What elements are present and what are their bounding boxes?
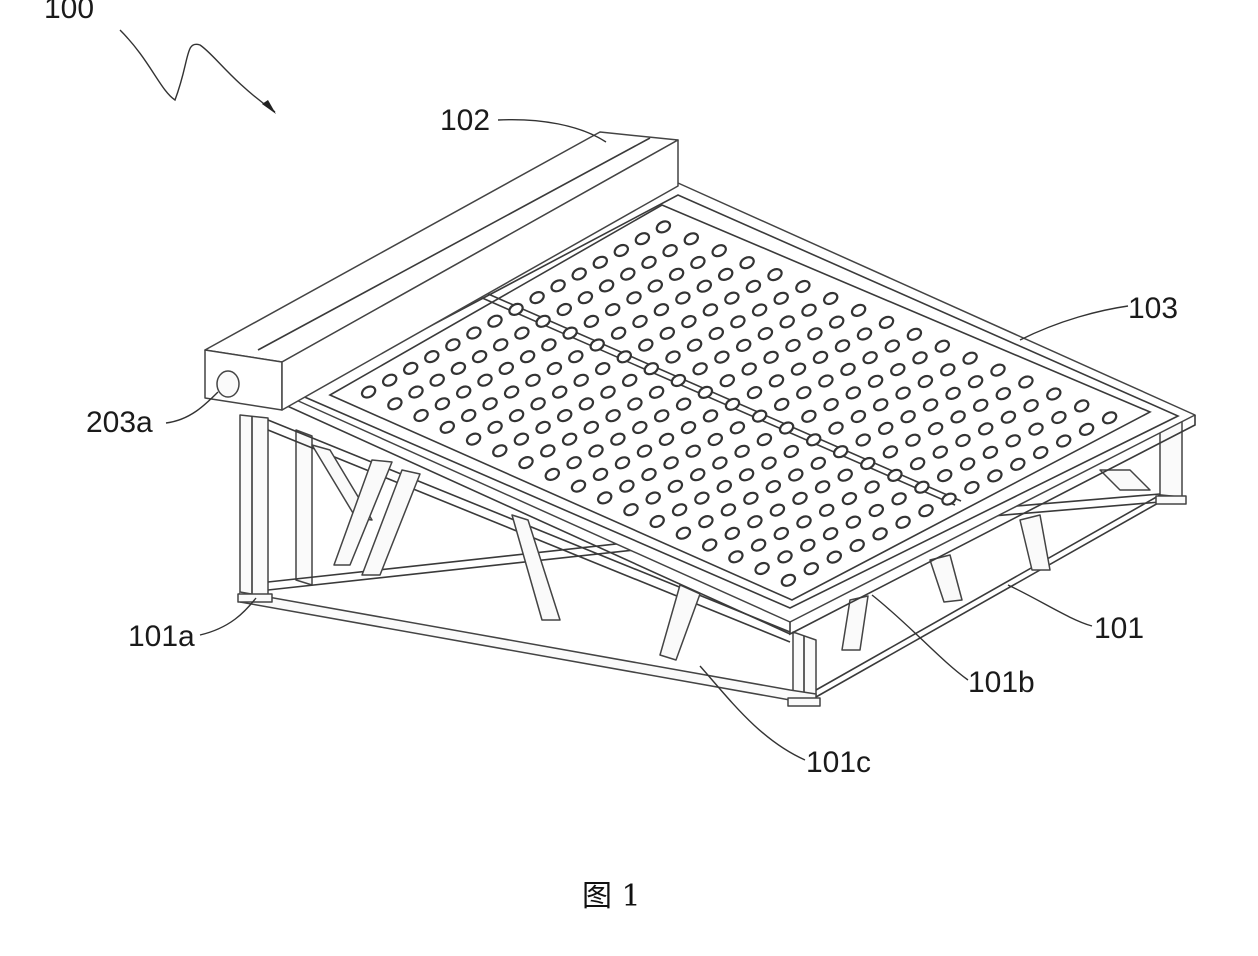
label-frame: 101 [1094,612,1144,645]
label-frame-foot: 101a [128,620,195,653]
figure-caption: 图 1 [582,879,641,914]
label-panel: 103 [1128,292,1178,325]
label-port: 203a [86,406,153,439]
label-assembly: 100 [44,0,94,25]
label-tank: 102 [440,104,490,137]
label-frame-brace: 101c [806,746,871,779]
label-frame-rail: 101b [968,666,1035,699]
port-circle-icon [217,371,239,397]
